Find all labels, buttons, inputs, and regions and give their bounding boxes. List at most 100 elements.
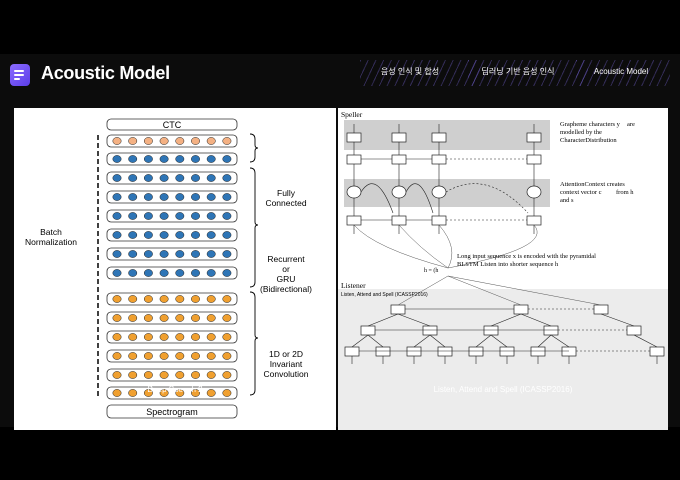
neuron-dot	[128, 137, 138, 145]
batch-norm-label-2: Normalization	[25, 237, 77, 247]
brace-fc	[249, 133, 259, 163]
layer-row	[106, 134, 238, 148]
las-diagram: Speller Grapheme characters y are modell…	[338, 108, 668, 430]
listener-mid-box	[626, 325, 642, 336]
neuron-dot	[222, 250, 232, 258]
nav-item-speech[interactable]: 음성 인식 및 합성	[380, 67, 440, 76]
layer-row	[106, 368, 238, 382]
layer-row	[106, 247, 238, 261]
neuron-dot	[191, 193, 200, 201]
neuron-dot	[222, 137, 232, 145]
neuron-dot	[206, 295, 216, 303]
layer-row	[106, 209, 238, 223]
neuron-dot	[112, 174, 122, 182]
neuron-dot	[128, 371, 138, 379]
listener-bottom-box	[344, 346, 360, 357]
listener-shade	[338, 289, 668, 430]
neuron-dot	[112, 333, 122, 341]
neuron-dot	[128, 333, 138, 341]
neuron-dot	[206, 193, 216, 201]
note1-line1-a: Grapheme characters y	[560, 121, 621, 128]
neuron-dot	[143, 371, 153, 379]
neuron-dot	[222, 371, 232, 379]
neuron-dot	[191, 352, 200, 360]
neuron-dot	[112, 314, 122, 322]
neuron-dot	[143, 295, 153, 303]
neuron-dot	[222, 174, 232, 182]
connector	[447, 275, 522, 306]
speller-input-box	[346, 215, 362, 226]
listener-bottom-box	[649, 346, 665, 357]
neuron-dot	[175, 231, 185, 239]
speller-shade-top	[344, 120, 550, 150]
neuron-dot	[175, 295, 185, 303]
neuron-dot	[128, 295, 138, 303]
listener-bottom-box	[375, 346, 391, 357]
neuron-dot	[222, 155, 232, 163]
neuron-dot	[112, 269, 122, 277]
neuron-dot	[159, 137, 169, 145]
neuron-dot	[191, 137, 200, 145]
neuron-dot	[159, 371, 169, 379]
neuron-dot	[206, 333, 216, 341]
nav-stripe	[360, 60, 480, 86]
rnn-label-1: Recurrent	[267, 254, 305, 264]
speller-output-box	[526, 132, 542, 143]
attention-node	[346, 185, 362, 199]
neuron-dot	[143, 193, 153, 201]
neuron-dot	[206, 231, 216, 239]
listener-bottom-box	[530, 346, 546, 357]
attention-curve	[353, 224, 449, 269]
connector	[397, 275, 449, 306]
neuron-dot	[128, 269, 138, 277]
layer-row	[106, 292, 238, 306]
neuron-dot	[175, 389, 185, 397]
neuron-dot	[206, 389, 216, 397]
speller-shade-attn	[344, 179, 550, 207]
rnn-label-3: GRU	[277, 274, 296, 284]
connector	[447, 275, 602, 306]
connector	[397, 313, 431, 327]
speller-state-box	[391, 154, 407, 165]
speller-state-box	[346, 154, 362, 165]
speller-output-box	[391, 132, 407, 143]
spectrogram-box	[106, 404, 238, 419]
neuron-dot	[206, 137, 216, 145]
neuron-dot	[143, 250, 153, 258]
listener-label: Listener	[341, 281, 366, 290]
neuron-dot	[159, 250, 169, 258]
neuron-dot	[222, 193, 232, 201]
listener-top-box	[593, 304, 609, 315]
neuron-dot	[222, 389, 232, 397]
speller-input-box	[526, 215, 542, 226]
neuron-dot	[206, 352, 216, 360]
listener-bottom-box	[468, 346, 484, 357]
neuron-dot	[175, 371, 185, 379]
neuron-dot	[175, 333, 185, 341]
neuron-dot	[112, 231, 122, 239]
neuron-dot	[191, 212, 200, 220]
neuron-dot	[128, 352, 138, 360]
nav-item-deep-learning[interactable]: 딥러닝 기반 음성 인식	[481, 67, 555, 76]
speller-input-box	[431, 215, 447, 226]
neuron-dot	[112, 295, 122, 303]
nav-item-acoustic-model[interactable]: Acoustic Model	[593, 67, 649, 76]
attention-curve	[447, 224, 538, 269]
neuron-dot	[128, 314, 138, 322]
neuron-dot	[206, 174, 216, 182]
neuron-dot	[159, 193, 169, 201]
neuron-dot	[159, 212, 169, 220]
caption-deepspeech: Deep Speech 2	[147, 385, 203, 394]
note1-line3: CharacterDistribution	[560, 137, 617, 144]
connector	[600, 313, 635, 327]
listener-mid-box	[483, 325, 499, 336]
neuron-dot	[206, 250, 216, 258]
neuron-dot	[128, 389, 138, 397]
bottom-bar	[0, 427, 680, 480]
layer-row	[106, 311, 238, 325]
neuron-dot	[159, 174, 169, 182]
neuron-dot	[175, 137, 185, 145]
layer-row	[106, 228, 238, 242]
layer-row	[106, 152, 238, 166]
neuron-dot	[175, 314, 185, 322]
